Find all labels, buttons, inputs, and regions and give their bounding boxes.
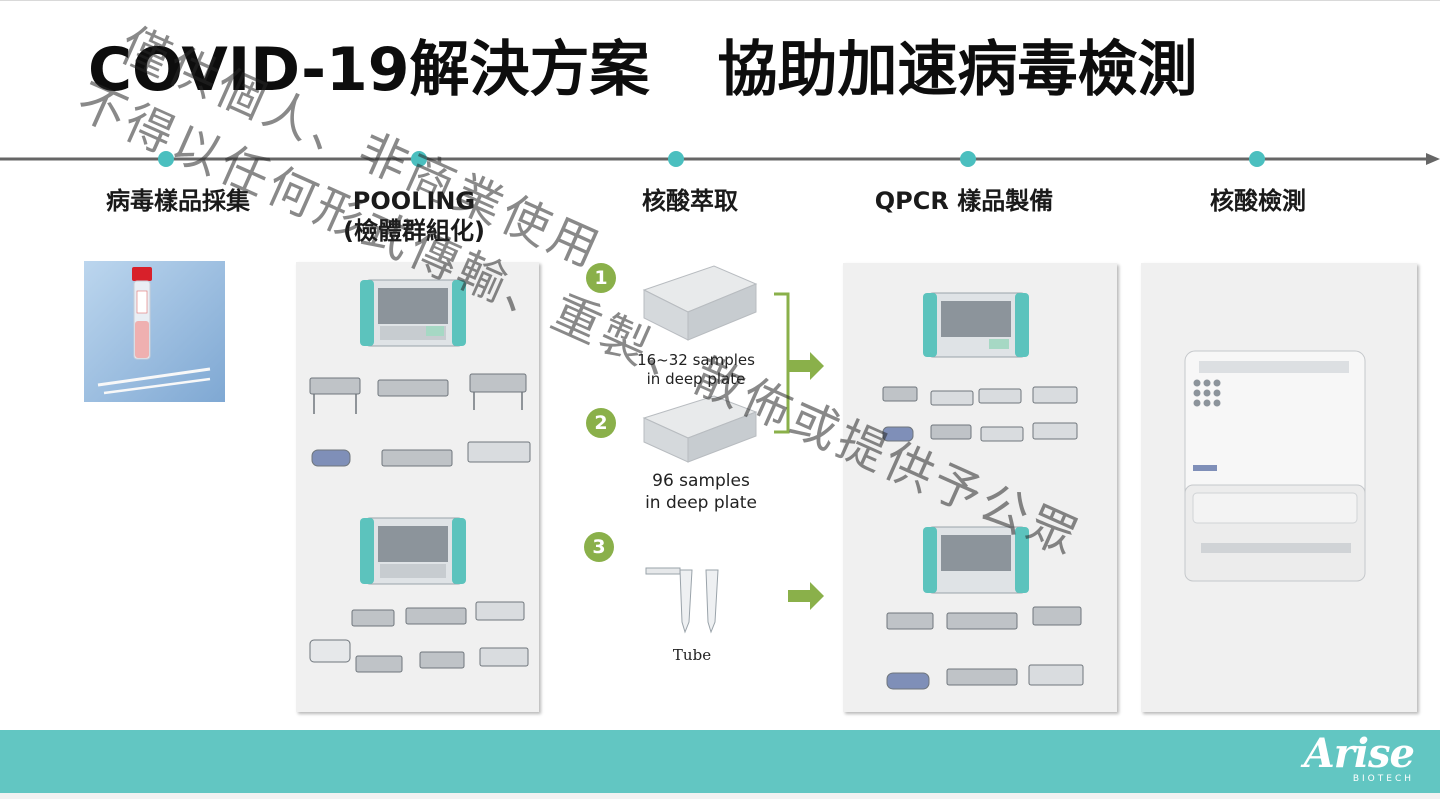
timeline-dot-1 [158,151,174,167]
timeline-dot-2 [411,151,427,167]
pooling-equipment-illustration [309,279,531,673]
timeline-dot-3 [668,151,684,167]
option-1-caption-line2: in deep plate [646,370,746,388]
option-3-caption: Tube [672,646,712,664]
title-part1: COVID-19解決方案 [88,35,650,105]
qpcr-instrument-illustration [1184,350,1366,582]
step-label-collection: 病毒樣品採集 [106,187,250,215]
option-number-3: 3 [584,532,614,562]
detection-panel [1141,263,1417,712]
option-number-1: 1 [586,263,616,293]
liquid-handler-robot-4 [923,526,1029,594]
arrow-2 [788,582,824,610]
flow-arrows [774,292,824,610]
slide-border [0,0,1440,1]
liquid-handler-robot-1 [360,279,466,347]
timeline [0,151,1440,167]
arrow-1 [788,352,824,380]
footer-strip [0,793,1440,799]
arise-biotech-logo: Arise BIOTECH [1303,730,1415,785]
title-part2: 協助加速病毒檢測 [717,35,1198,105]
step-label-pooling: POOLING (檢體群組化) [314,186,514,246]
step-label-detection: 核酸檢測 [1210,187,1306,215]
logo-name: Arise [1303,730,1415,777]
deep-plate-image-2 [642,395,758,463]
option-number-2: 2 [586,408,616,438]
step-label-pooling-sub: (檢體群組化) [343,217,485,245]
timeline-dot-4 [960,151,976,167]
timeline-dot-5 [1249,151,1265,167]
option-2-caption-line2: in deep plate [645,493,757,513]
qpcr-prep-panel [843,263,1117,712]
pooling-panel [296,262,539,712]
deep-plate-image-1 [642,265,758,341]
option-1-caption-line1: 16~32 samples [637,351,755,369]
liquid-handler-robot-2 [360,517,466,585]
option-2-caption-line1: 96 samples [652,471,750,491]
sample-tube-image [84,261,225,402]
logo-sub: BIOTECH [1352,774,1414,784]
liquid-handler-robot-3 [923,292,1029,358]
step-label-qpcr-prep: QPCR 樣品製備 [874,187,1054,215]
tube-image [645,567,719,634]
bracket [774,292,790,434]
qpcr-prep-illustration [882,292,1084,690]
step-label-extraction: 核酸萃取 [642,187,738,215]
slide-title: COVID-19解決方案協助加速病毒檢測 [88,28,1198,112]
timeline-arrowhead [1426,153,1440,165]
step-label-pooling-main: POOLING [352,187,476,215]
footer-band [0,730,1440,793]
